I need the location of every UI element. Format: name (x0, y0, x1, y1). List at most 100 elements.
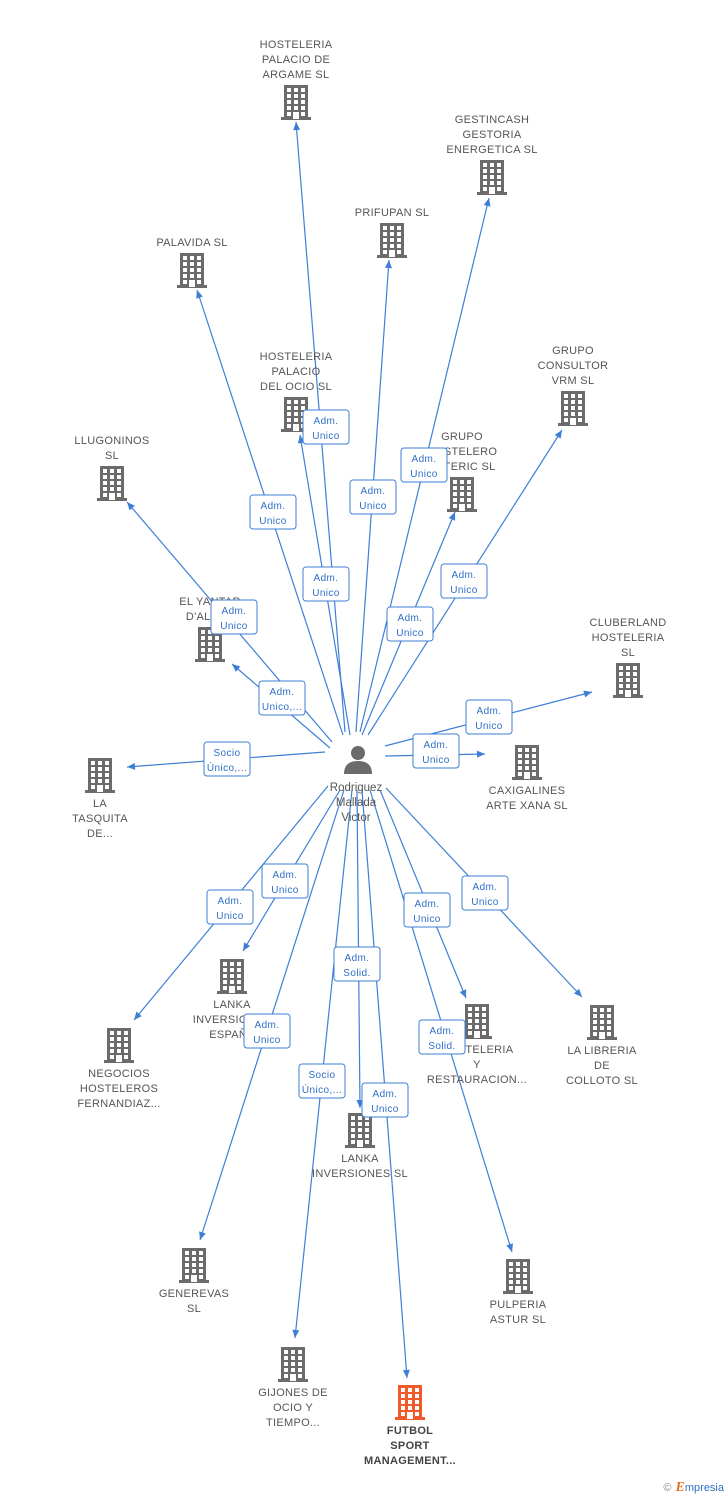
brand-name: mpresia (684, 1482, 724, 1494)
relation-text-line: Adm. (314, 573, 339, 584)
relation-text-line: Unico (413, 914, 441, 925)
company-label-line: PALACIO DE (262, 54, 330, 66)
relation-text-line: Unico (475, 721, 503, 732)
company-label-line: PULPERIA (490, 1299, 547, 1311)
company-label-line: GRUPO (552, 345, 594, 357)
company-label-line: GENEREVAS (159, 1288, 229, 1300)
relation-text-line: Adm. (473, 882, 498, 893)
relation-label-generevas[interactable]: Adm.Unico (243, 1013, 291, 1049)
relation-label-hosteleria-restauracion[interactable]: Adm.Unico (403, 892, 451, 928)
footer-brand[interactable]: ©Empresia (663, 1480, 724, 1496)
company-label-line: GESTINCASH (455, 114, 530, 126)
company-label-line: SL (105, 450, 119, 462)
edge-arrow-llugoninos (127, 502, 135, 511)
relation-label-el-yantar[interactable]: Adm.Unico,... (258, 680, 306, 716)
relation-text-line: Unico (359, 501, 387, 512)
company-node-futbol-sport[interactable]: FUTBOLSPORTMANAGEMENT... (364, 1385, 456, 1467)
building-icon (462, 1004, 492, 1039)
relation-label-pulperia[interactable]: Adm. Solid. (418, 1019, 466, 1055)
relation-label-gijones[interactable]: SocioÚnico,... (298, 1063, 346, 1099)
company-label-line: GRUPO (441, 431, 483, 443)
relation-label-hosteleria-palacio-argame[interactable]: Adm.Unico (302, 409, 350, 445)
company-node-palavida[interactable]: PALAVIDA SL (156, 237, 227, 288)
relation-text-line: Unico (396, 628, 424, 639)
relation-text-line: Solid. (428, 1041, 455, 1052)
company-label-line: HOSTELERIA (260, 351, 333, 363)
building-icon (104, 1028, 134, 1063)
relation-label-grupo-consultor[interactable]: Adm.Unico (440, 563, 488, 599)
company-node-prifupan[interactable]: PRIFUPAN SL (355, 207, 430, 258)
company-label-line: GESTORIA (462, 129, 521, 141)
company-node-hosteleria-palacio-ocio[interactable]: HOSTELERIA PALACIO DEL OCIO SL (260, 351, 333, 432)
company-label-line: ENERGETICA SL (446, 144, 537, 156)
company-label-line: ARGAME SL (263, 69, 330, 81)
company-node-la-tasquita[interactable]: LATASQUITADE... (72, 758, 128, 840)
relation-label-la-libreria[interactable]: Adm.Unico (461, 875, 509, 911)
relation-text-line: Único,... (302, 1083, 342, 1096)
company-label-line: ESPAÑA (209, 1028, 255, 1041)
copyright-symbol: © (663, 1482, 672, 1494)
company-label-line: Y (473, 1059, 481, 1071)
relation-label-hosteleria-palacio-ocio[interactable]: Adm.Unico (302, 566, 350, 602)
company-label-line: OCIO Y (273, 1402, 313, 1414)
relation-text-line: Unico (216, 911, 244, 922)
relation-label-futbol-sport[interactable]: Adm.Unico (361, 1082, 409, 1118)
edge-arrow-grupo-hostelero (448, 512, 456, 521)
company-label-line: PALACIO (272, 366, 321, 378)
relation-label-llugoninos[interactable]: Adm. Unico (210, 599, 258, 635)
company-label-line: LA LIBRERIA (567, 1045, 637, 1057)
company-label-line: RESTAURACION... (427, 1074, 527, 1086)
relation-text-line: Adm. (218, 896, 243, 907)
edge-arrow-caxigalines (476, 750, 485, 758)
person-name-line: Mallada (336, 797, 377, 809)
building-icon (613, 663, 643, 698)
relation-label-prifupan[interactable]: Adm.Unico (349, 479, 397, 515)
relation-label-gestincash[interactable]: Adm.Unico (400, 447, 448, 483)
relation-text-line: Unico (220, 621, 248, 632)
relation-label-lanka-espana[interactable]: Adm.Unico (261, 863, 309, 899)
building-icon (377, 223, 407, 258)
building-icon (395, 1385, 425, 1420)
building-icon (97, 466, 127, 501)
relation-label-la-tasquita[interactable]: SocioÚnico,... (203, 741, 251, 777)
company-label-line: DEL OCIO SL (260, 381, 332, 393)
edge-arrow-la-libreria (573, 988, 582, 997)
building-icon (558, 391, 588, 426)
relation-label-palavida[interactable]: Adm.Unico (249, 494, 297, 530)
company-label-line: DE (594, 1060, 610, 1072)
edge-arrow-hosteleria-palacio-argame (293, 122, 301, 131)
relation-label-cluberland[interactable]: Adm.Unico (465, 699, 513, 735)
relation-label-grupo-hostelero[interactable]: Adm. Unico (386, 606, 434, 642)
relation-text-line: Adm. (345, 953, 370, 964)
company-node-gestincash[interactable]: GESTINCASH GESTORIA ENERGETICA SL (446, 114, 537, 195)
relation-text-line: Adm. (424, 740, 449, 751)
relation-text-line: Adm. (398, 613, 423, 624)
relation-text-line: Adm. (255, 1020, 280, 1031)
edge-arrow-prifupan (384, 260, 392, 269)
relation-text-line: Socio (213, 748, 240, 759)
company-node-negocios[interactable]: NEGOCIOSHOSTELEROSFERNANDIAZ... (77, 1028, 160, 1110)
company-label-line: LANKA (213, 999, 251, 1011)
relation-text-line: Adm. (430, 1026, 455, 1037)
company-label-line: SL (621, 647, 635, 659)
relation-text-line: Adm. (222, 606, 247, 617)
building-icon (447, 477, 477, 512)
relation-text-line: Socio (308, 1070, 335, 1081)
relation-label-negocios[interactable]: Adm. Unico (206, 889, 254, 925)
relation-label-lanka-inversiones[interactable]: Adm.Solid. (333, 946, 381, 982)
relation-label-caxigalines[interactable]: Adm.Unico (412, 733, 460, 769)
